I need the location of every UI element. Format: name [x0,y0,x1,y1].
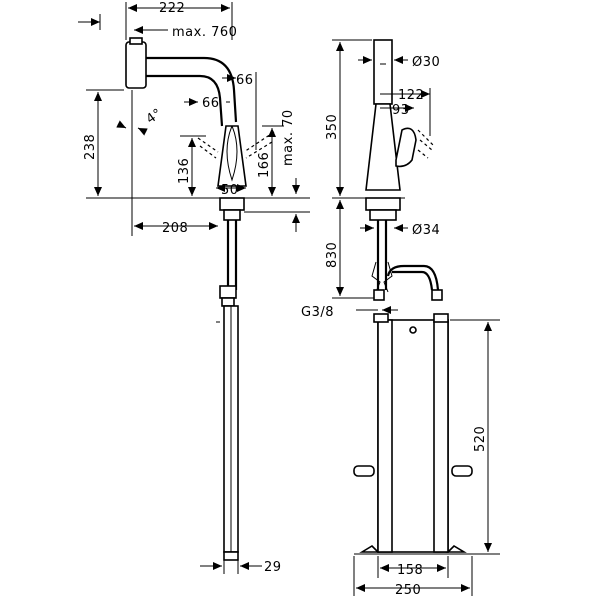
dim-base-width: 50 [221,183,239,198]
dim-height-upper: 350 [325,114,340,140]
dim-handle-offset: 93 [392,103,410,118]
dim-projection: 208 [162,221,188,236]
handle-lever [395,127,417,168]
dim-base-diameter: Ø34 [412,223,440,238]
dim-top-diameter: Ø30 [412,55,440,70]
dim-offset-b: 66 [236,73,254,88]
base-fitting-front [365,197,401,211]
dim-angle: 4° [144,106,166,127]
faucet-body [217,125,247,187]
left-knob [353,465,375,477]
dim-offset-a: 66 [202,96,220,111]
hose-connector-left [373,289,385,301]
right-knob [451,465,473,477]
dim-box-inner-width: 158 [397,563,423,578]
dim-handle-reach: 122 [398,88,424,103]
base-fitting [219,197,245,211]
front-view: Ø30 350 122 93 Ø34 830 [301,39,500,598]
dim-box-outer-width: 250 [395,583,421,598]
dim-swivel-high: 166 [257,152,272,178]
side-view: 222 max. 760 238 4° 66 66 [78,1,310,575]
dim-max-height: max. 70 [281,109,296,166]
dim-thread: G3/8 [301,305,334,320]
dim-spout-height: 238 [83,134,98,160]
dim-width-top: 222 [159,1,185,16]
dim-max-reach: max. 760 [172,25,237,40]
dim-hose-length: 830 [325,242,340,268]
connector [219,285,237,299]
dim-swivel-low: 136 [177,158,192,184]
faucet-body-front [365,103,401,191]
dim-box-height: 520 [473,426,488,452]
hose-connector-right [431,289,443,301]
dim-hose-diameter: 29 [264,560,282,575]
spray-head [125,41,147,89]
